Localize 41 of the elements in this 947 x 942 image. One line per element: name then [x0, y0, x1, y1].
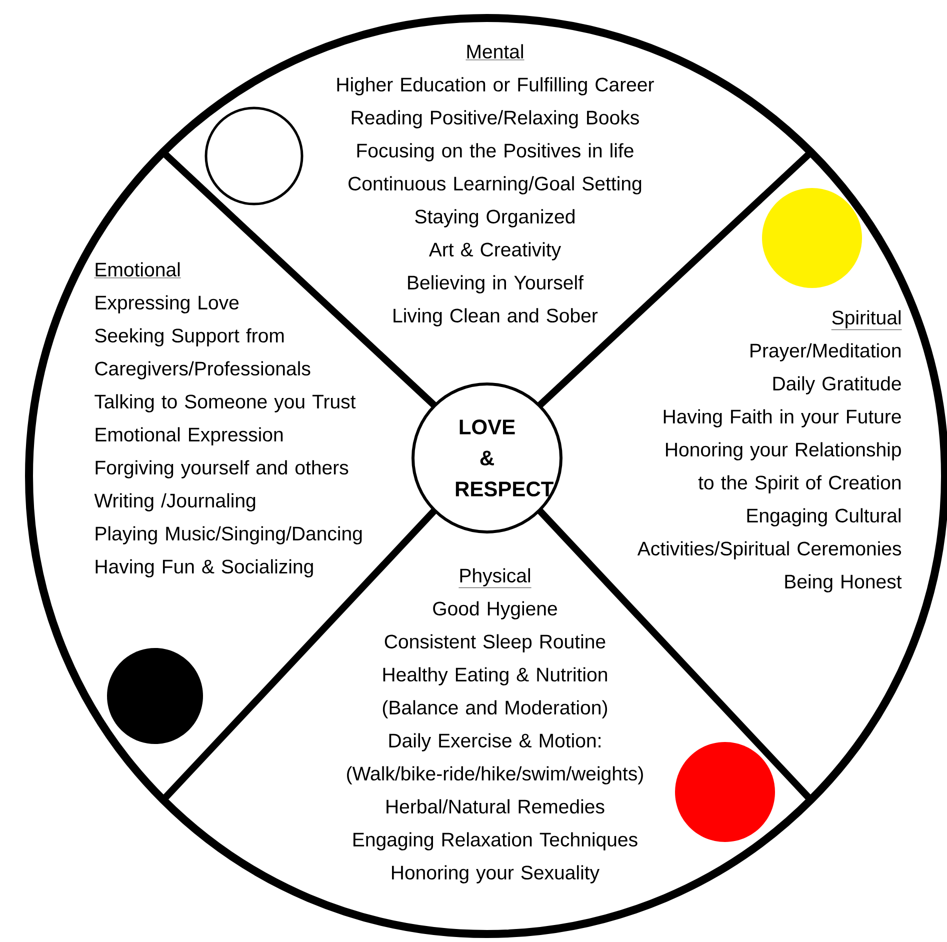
colored-circle	[107, 648, 203, 744]
section-heading: Physical	[458, 568, 532, 588]
colored-circle	[675, 742, 775, 842]
section-heading: Mental	[466, 44, 524, 60]
list-item: Continuous Learning/Goal Setting	[348, 176, 642, 194]
list-item: Daily Exercise & Motion: (Walk/bike-ride/hike/swim/weights)	[347, 733, 643, 784]
list-item: Playing Music/Singing/Dancing	[96, 526, 362, 544]
colored-circle	[762, 188, 862, 288]
list-item: (Balance and Moderation)	[382, 700, 608, 718]
list-item: Living Clean and Sober	[394, 308, 598, 326]
list-item: Seeking Support from Caregivers/Professionals	[95, 328, 310, 380]
list-item: Healthy Eating & Nutrition	[383, 667, 607, 686]
list-item: Focusing on the Positives in life	[357, 143, 634, 162]
list-item: Having Fun & Socializing	[96, 559, 313, 578]
section-heading: Spiritual	[831, 310, 902, 330]
list-item: Consistent Sleep Routine	[384, 634, 606, 652]
list-item: Expressing Love	[96, 295, 239, 314]
list-item: Staying Organized	[415, 209, 574, 228]
list-item: Art & Creativity	[428, 242, 562, 260]
list-item: Higher Education or Fulfilling Career	[337, 77, 654, 96]
colored-circle	[204, 106, 304, 206]
list-item: Good Hygiene	[433, 601, 557, 620]
list-item: Engaging Relaxation Techniques	[354, 832, 638, 850]
list-item: Reading Positive/Relaxing Books	[352, 110, 639, 128]
list-item: Writing /Journaling	[94, 493, 256, 512]
list-item: Forgiving yourself and others	[96, 460, 348, 478]
list-item: Prayer/Meditation	[750, 343, 901, 362]
center-label: LOVE & RESPECT	[456, 420, 554, 496]
list-item: Being Honest	[785, 574, 902, 592]
wheel-outline	[25, 14, 947, 938]
center-circle	[412, 382, 562, 534]
list-item: Talking to Someone you Trust	[94, 394, 356, 412]
section-heading: Emotional	[94, 262, 182, 278]
list-item: Believing in Yourself	[408, 275, 584, 294]
list-item: Engaging Cultural Activities/Spiritual Ceremonies	[637, 508, 902, 560]
list-item: Honoring your Relationship to the Spirit of Creation	[666, 442, 901, 494]
list-item: Honoring your Sexuality	[392, 865, 600, 884]
list-item: Daily Gratitude	[773, 376, 901, 394]
list-item: Herbal/Natural Remedies	[386, 799, 604, 814]
list-item: Having Faith in your Future	[664, 409, 901, 428]
list-item: Emotional Expression	[96, 427, 283, 446]
